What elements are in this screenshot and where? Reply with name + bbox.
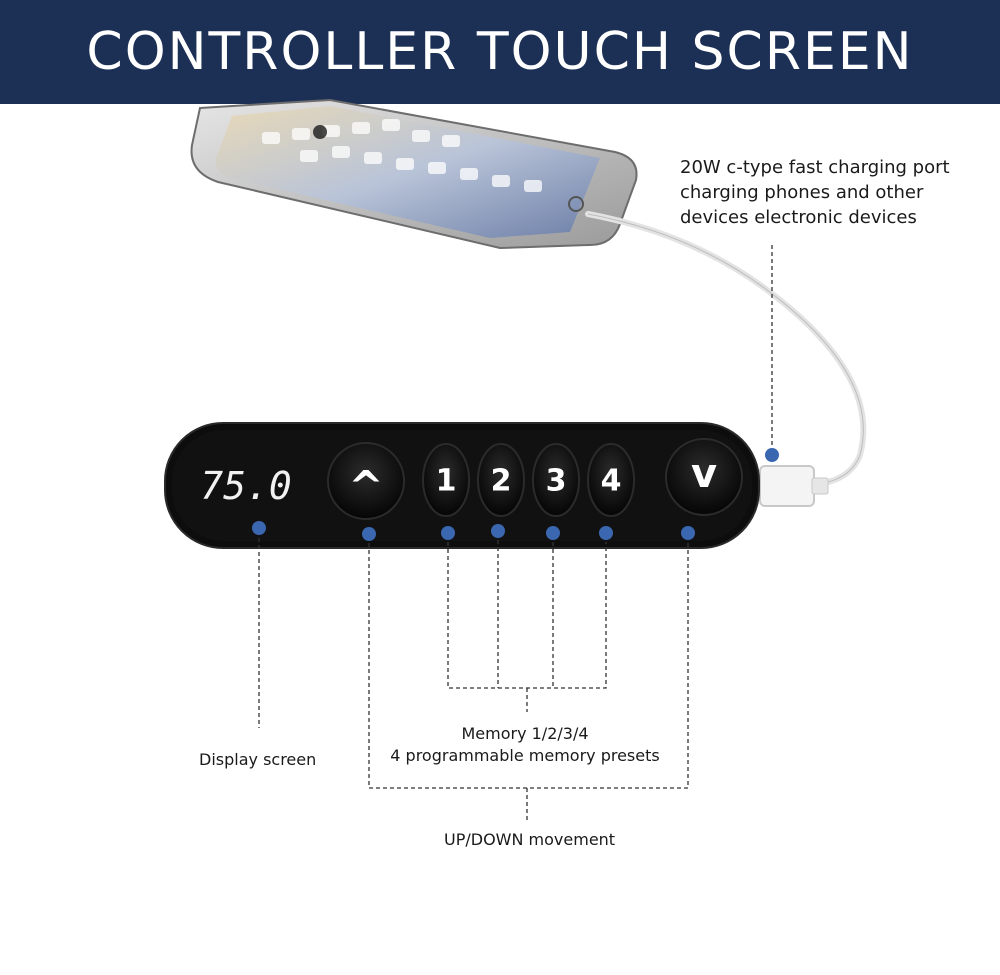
memory-description: 4 programmable memory presets — [390, 746, 660, 765]
smartphone — [190, 98, 638, 250]
marker-dot-display — [252, 521, 266, 535]
marker-dots — [252, 448, 779, 541]
charging-port-line-3: devices electronic devices — [680, 207, 917, 228]
down-arrow-icon: v — [691, 451, 717, 497]
svg-text:4: 4 — [601, 464, 622, 499]
marker-dot-port — [765, 448, 779, 462]
updown-label: UP/DOWN movement — [444, 830, 616, 849]
title-banner: CONTROLLER TOUCH SCREEN — [0, 0, 1000, 104]
down-button[interactable]: v — [665, 438, 743, 516]
memory-title: Memory 1/2/3/4 — [461, 724, 589, 743]
leader-lines — [258, 245, 773, 823]
svg-text:2: 2 — [491, 464, 512, 499]
memory-button-3[interactable]: 3 — [532, 443, 580, 517]
memory-button-1[interactable]: 1 — [422, 443, 470, 517]
marker-dot-m1 — [441, 526, 455, 540]
charging-port-callout: 20W c-type fast charging port charging p… — [680, 155, 950, 230]
charging-port-line-1: 20W c-type fast charging port — [680, 157, 950, 178]
memory-callout: Memory 1/2/3/4 4 programmable memory pre… — [380, 723, 670, 767]
svg-text:1: 1 — [436, 464, 457, 499]
display-screen-label: Display screen — [199, 750, 317, 769]
page-title: CONTROLLER TOUCH SCREEN — [86, 22, 914, 82]
display-readout: 75.0 — [200, 464, 292, 508]
marker-dot-down — [681, 526, 695, 540]
up-arrow-icon: ^ — [348, 462, 383, 511]
usb-connector-icon — [759, 465, 815, 507]
marker-dot-up — [362, 527, 376, 541]
memory-button-4[interactable]: 4 — [587, 443, 635, 517]
svg-text:3: 3 — [546, 464, 567, 499]
marker-dot-m3 — [546, 526, 560, 540]
marker-dot-m2 — [491, 524, 505, 538]
charging-port-line-2: charging phones and other — [680, 182, 924, 203]
up-button[interactable]: ^ — [327, 442, 405, 520]
memory-button-2[interactable]: 2 — [477, 443, 525, 517]
marker-dot-m4 — [599, 526, 613, 540]
